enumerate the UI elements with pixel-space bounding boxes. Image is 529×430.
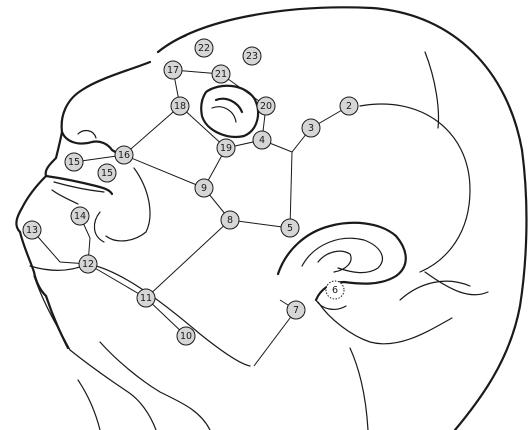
path-3-5 — [290, 152, 292, 228]
point-label: 23 — [246, 51, 258, 62]
point-marker-15b: 15 — [98, 164, 116, 182]
path-7-neck — [254, 310, 296, 366]
point-label: 18 — [174, 101, 186, 112]
point-label: 2 — [346, 101, 352, 112]
point-marker-8: 8 — [221, 211, 239, 229]
point-label: 7 — [293, 305, 299, 316]
crown-line-front — [425, 52, 438, 128]
collar-line-2 — [350, 348, 368, 430]
point-label: 16 — [118, 150, 130, 161]
path-12-13 — [32, 230, 88, 264]
point-label: 19 — [220, 143, 232, 154]
ear-canal — [318, 251, 351, 272]
point-marker-4: 4 — [253, 131, 271, 149]
point-marker-17: 17 — [164, 61, 182, 79]
path-8-11 — [146, 220, 230, 298]
point-marker-2: 2 — [340, 97, 358, 115]
throat-line — [70, 350, 156, 430]
point-label: 4 — [259, 135, 265, 146]
point-label: 21 — [215, 69, 227, 80]
neck-back — [100, 342, 210, 430]
upper-lip-line — [46, 132, 62, 176]
ear-inner — [302, 238, 382, 272]
point-marker-19: 19 — [217, 139, 235, 157]
point-marker-16: 16 — [115, 146, 133, 164]
point-marker-22: 22 — [195, 39, 213, 57]
point-label: 17 — [167, 65, 179, 76]
point-marker-14: 14 — [71, 207, 89, 225]
point-marker-9: 9 — [195, 179, 213, 197]
point-label: 11 — [140, 293, 152, 304]
point-label: 13 — [26, 225, 38, 236]
point-marker-5: 5 — [281, 219, 299, 237]
point-label: 3 — [308, 123, 314, 134]
point-marker-13: 13 — [23, 221, 41, 239]
point-label: 20 — [260, 101, 272, 112]
neck-lower — [78, 380, 100, 430]
point-marker-18: 18 — [171, 97, 189, 115]
point-marker-12: 12 — [79, 255, 97, 273]
point-marker-6: 6 — [326, 281, 344, 299]
point-label: 10 — [180, 331, 192, 342]
point-marker-7: 7 — [287, 301, 305, 319]
path-11-12 — [88, 264, 146, 298]
brow-line — [62, 62, 150, 132]
point-marker-11: 11 — [137, 289, 155, 307]
point-label: 9 — [201, 183, 207, 194]
point-markers: 23456789101112131415151617181920212223 — [23, 39, 358, 345]
path-16-18 — [124, 106, 180, 155]
point-label: 22 — [198, 43, 210, 54]
point-marker-15a: 15 — [65, 153, 83, 171]
nostril — [78, 131, 96, 138]
point-label: 12 — [82, 259, 94, 270]
nose-outline — [62, 132, 122, 156]
point-marker-21: 21 — [212, 65, 230, 83]
eye-lash — [212, 107, 236, 122]
point-label: 8 — [227, 215, 233, 226]
point-marker-20: 20 — [257, 97, 275, 115]
point-label: 15 — [101, 168, 113, 179]
point-label: 14 — [74, 211, 86, 222]
point-marker-23: 23 — [243, 47, 261, 65]
jaw-line — [88, 264, 250, 366]
point-label: 6 — [332, 285, 338, 296]
occipital-line-inner — [425, 272, 488, 295]
point-label: 5 — [287, 223, 293, 234]
lip-crease — [52, 190, 78, 204]
cheek-contour-2 — [94, 212, 104, 242]
point-marker-3: 3 — [302, 119, 320, 137]
point-marker-10: 10 — [177, 327, 195, 345]
collar-line-3 — [400, 281, 470, 300]
collar-line — [318, 302, 452, 344]
point-label: 15 — [68, 157, 80, 168]
